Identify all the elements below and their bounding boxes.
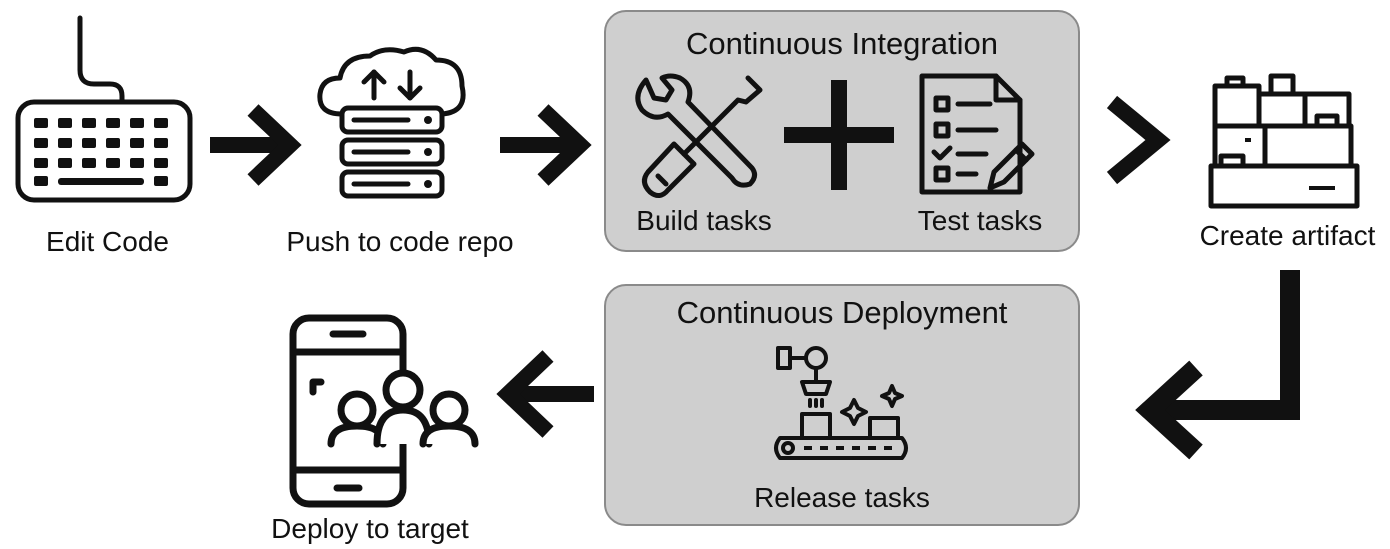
conveyor-robot-icon	[774, 346, 908, 460]
phone-users-icon	[289, 314, 479, 508]
return-arrow-icon	[1135, 270, 1300, 460]
create-artifact-label: Create artifact	[1199, 220, 1376, 251]
chevron-right-icon	[1106, 95, 1171, 185]
push-repo-label: Push to code repo	[286, 226, 514, 257]
keyboard-icon	[15, 15, 193, 203]
cd-title: Continuous Deployment	[676, 295, 1008, 330]
deploy-target-label: Deploy to target	[271, 513, 469, 544]
edit-code-label: Edit Code	[46, 226, 169, 257]
arrow-right-icon	[500, 104, 592, 186]
plus-icon	[784, 80, 894, 190]
ci-title: Continuous Integration	[686, 26, 998, 61]
cd-box	[604, 284, 1080, 526]
blocks-icon	[1208, 73, 1360, 209]
checklist-icon	[919, 73, 1035, 195]
arrow-right-icon	[210, 104, 302, 186]
release-tasks-label: Release tasks	[754, 482, 930, 513]
build-tasks-label: Build tasks	[636, 205, 772, 236]
test-tasks-label: Test tasks	[917, 205, 1043, 236]
cloud-server-icon	[317, 46, 466, 199]
arrow-left-icon	[496, 350, 594, 438]
tools-icon	[635, 73, 763, 198]
